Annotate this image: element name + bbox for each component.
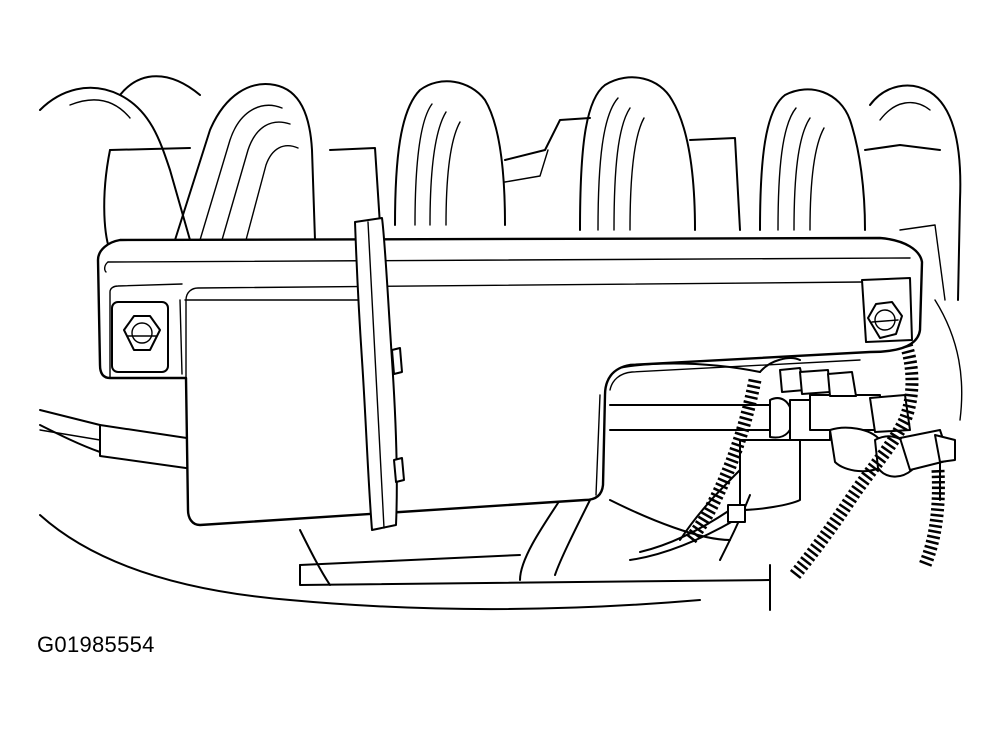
mounting-bolt-left xyxy=(111,301,169,373)
figure-id-label: G01985554 xyxy=(37,632,155,657)
intake-manifold-runners xyxy=(39,75,963,421)
wiring-harness xyxy=(684,327,945,580)
hoses xyxy=(609,357,956,561)
lower-contour xyxy=(39,409,771,611)
mounting-bolt-right xyxy=(867,301,903,339)
